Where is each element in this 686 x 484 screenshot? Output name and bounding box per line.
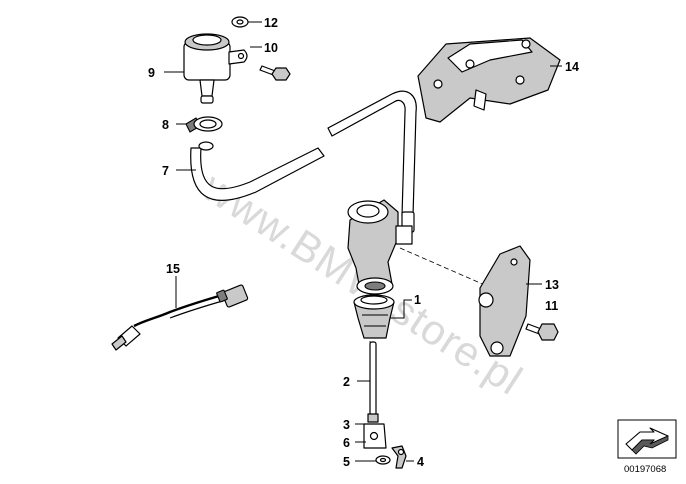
bolt-part-11[interactable] [525, 323, 559, 341]
clip-part-4[interactable] [391, 445, 407, 469]
callout-labels: 12 10 9 8 7 14 15 1 13 11 2 3 6 5 4 [148, 16, 579, 469]
reference-box: 00197068 [617, 419, 677, 475]
master-cylinder-part-1[interactable] [347, 199, 413, 339]
callout-13: 13 [545, 278, 559, 292]
callout-12: 12 [264, 16, 278, 30]
callout-3: 3 [343, 418, 350, 432]
callout-7: 7 [162, 164, 169, 178]
callout-15: 15 [166, 262, 180, 276]
diagram-code: 00197068 [624, 464, 666, 475]
callout-4: 4 [417, 455, 424, 469]
callout-11: 11 [545, 299, 558, 313]
sensor-cable-part-15[interactable] [111, 284, 249, 351]
bracket-part-14[interactable] [417, 37, 561, 123]
pedal-plate-part-13[interactable] [478, 245, 531, 357]
reservoir-part[interactable] [183, 33, 248, 104]
screw-part-10[interactable] [259, 65, 291, 81]
callout-10: 10 [264, 41, 278, 55]
callout-5: 5 [343, 455, 350, 469]
arrow-reference-icon [625, 427, 669, 455]
clevis-part-6[interactable] [363, 413, 387, 449]
callout-9: 9 [148, 66, 155, 80]
hose-clamp-part-8[interactable] [185, 116, 223, 133]
washer-part-12[interactable] [231, 16, 249, 28]
push-rod-part-2[interactable] [369, 341, 377, 419]
callout-6: 6 [343, 436, 350, 450]
callout-1: 1 [414, 293, 421, 307]
washer-part-5[interactable] [375, 455, 391, 465]
callout-14: 14 [565, 60, 579, 74]
callout-8: 8 [162, 118, 169, 132]
callout-2: 2 [343, 375, 350, 389]
leader-lines [164, 21, 562, 462]
